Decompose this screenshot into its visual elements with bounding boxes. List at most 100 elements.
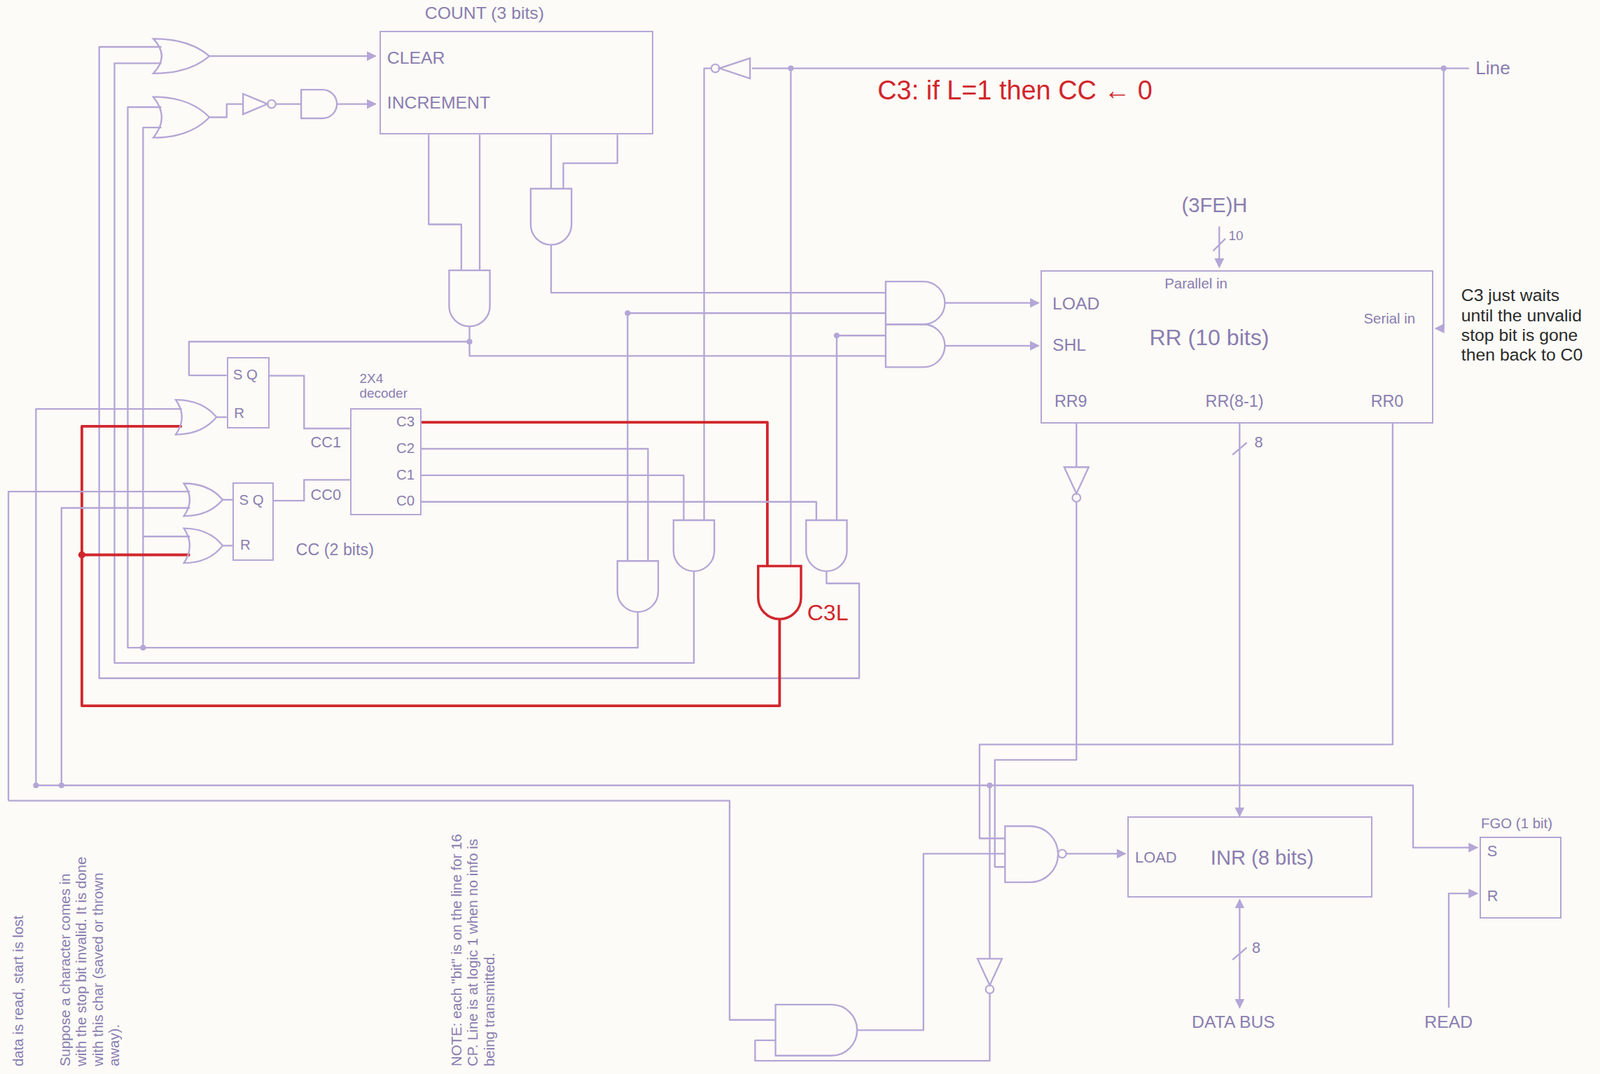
wire bbox=[216, 416, 227, 419]
wire bbox=[626, 312, 629, 561]
wire bbox=[550, 134, 552, 189]
wire bbox=[857, 853, 1005, 1031]
wire bbox=[35, 408, 182, 786]
logic-gate bbox=[805, 520, 847, 572]
wire bbox=[421, 448, 648, 561]
wire bbox=[627, 312, 886, 314]
inverter-bubble bbox=[985, 985, 995, 994]
signal-wire bbox=[1238, 423, 1241, 817]
wire bbox=[944, 302, 1039, 304]
register-name: CC (2 bits) bbox=[296, 540, 374, 560]
signal-name: Line bbox=[1475, 57, 1511, 79]
wire bbox=[752, 67, 1470, 69]
counter-register: COUNT (3 bits)CLEARINCREMENT bbox=[379, 30, 654, 136]
logic-gate bbox=[301, 89, 337, 119]
signal-wire bbox=[269, 376, 351, 429]
signal-name: READ bbox=[1424, 1012, 1473, 1033]
box-text: S Q bbox=[239, 492, 264, 509]
wire bbox=[944, 345, 1039, 347]
box-text: R bbox=[1487, 887, 1499, 905]
logic-gate bbox=[758, 566, 802, 620]
junction-dot bbox=[78, 551, 86, 559]
box-text: R bbox=[233, 405, 245, 422]
box-text: FGO (1 bit) bbox=[1480, 815, 1553, 832]
wire bbox=[127, 107, 638, 648]
input-register: LOADINR (8 bits) bbox=[1127, 816, 1373, 899]
box-text: R bbox=[240, 537, 251, 554]
wire bbox=[754, 993, 990, 1061]
wire bbox=[428, 134, 462, 271]
wire bbox=[563, 134, 618, 189]
box-text: RR(8-1) bbox=[1205, 392, 1264, 412]
decoder-box: 2X4 decoderC3C2C1C0 bbox=[350, 408, 422, 516]
logic-gate bbox=[1064, 467, 1089, 494]
wire-label: CC1 bbox=[309, 433, 344, 451]
wire bbox=[1213, 238, 1226, 251]
wire bbox=[8, 801, 776, 1021]
logic-gate bbox=[1004, 826, 1059, 883]
bus-width: 10 bbox=[1228, 228, 1244, 244]
margin-note: data is read, start is lost bbox=[10, 882, 27, 1067]
bus-name: DATA BUS bbox=[1191, 1012, 1276, 1033]
wire bbox=[1232, 947, 1247, 960]
wire bbox=[142, 535, 190, 538]
flag-flip-flop: FGO (1 bit)SR bbox=[1479, 836, 1562, 919]
wire bbox=[979, 423, 1393, 839]
box-text: LOAD bbox=[1135, 848, 1177, 867]
shift-register: Parallel inLOADSHLRR (10 bits)Serial inR… bbox=[1040, 270, 1434, 424]
wire bbox=[336, 102, 376, 105]
wire bbox=[551, 245, 886, 293]
logic-gate bbox=[153, 38, 210, 74]
logic-gate bbox=[673, 520, 715, 572]
box-text: C0 bbox=[396, 492, 415, 510]
side-note: C3 just waits until the unvalid stop bit… bbox=[1461, 285, 1594, 366]
logic-gate bbox=[617, 560, 659, 612]
wire bbox=[836, 334, 886, 337]
wire bbox=[209, 104, 243, 118]
wire-label: CC0 bbox=[309, 485, 344, 504]
margin-note: NOTE: each "bit" is on the line for 16 C… bbox=[448, 816, 498, 1067]
wire bbox=[222, 499, 234, 501]
constant-value: (3FE)H bbox=[1181, 193, 1248, 218]
wire bbox=[478, 134, 481, 271]
wire bbox=[61, 507, 191, 785]
wire bbox=[142, 127, 162, 648]
wire bbox=[114, 63, 694, 664]
logic-gate bbox=[175, 399, 217, 435]
sr-flip-flop: S Q R bbox=[226, 357, 270, 429]
wire bbox=[789, 68, 792, 567]
box-text: RR0 bbox=[1371, 392, 1404, 412]
box-text: CLEAR bbox=[387, 48, 446, 68]
box-text: Serial in bbox=[1363, 310, 1420, 328]
wire bbox=[1448, 893, 1478, 1008]
margin-note: Suppose a character comes in with the st… bbox=[57, 847, 124, 1067]
junction-dot bbox=[986, 782, 993, 789]
bus-width: 8 bbox=[1251, 938, 1261, 957]
box-text: RR9 bbox=[1054, 392, 1088, 412]
wire bbox=[1218, 226, 1220, 267]
box-text: SHL bbox=[1052, 335, 1087, 356]
wire bbox=[81, 553, 190, 557]
junction-dot bbox=[140, 644, 146, 651]
logic-gate bbox=[448, 270, 490, 327]
wire bbox=[988, 785, 991, 960]
wire bbox=[8, 491, 190, 801]
logic-gate bbox=[719, 58, 750, 79]
inverter-bubble bbox=[267, 100, 276, 109]
wire bbox=[1435, 68, 1444, 329]
logic-gate bbox=[530, 189, 572, 246]
wire bbox=[1075, 423, 1077, 468]
logic-gate bbox=[977, 958, 1003, 986]
wire bbox=[421, 502, 817, 521]
logic-gate bbox=[885, 324, 945, 367]
wire bbox=[836, 335, 838, 521]
wire-label: 8 bbox=[1253, 433, 1265, 451]
wire bbox=[704, 68, 712, 521]
box-text: S Q bbox=[233, 366, 258, 384]
box-text: C2 bbox=[396, 440, 415, 457]
junction-dot bbox=[1441, 65, 1447, 72]
state-note: C3: if L=1 then CC ← 0 bbox=[877, 75, 1153, 107]
